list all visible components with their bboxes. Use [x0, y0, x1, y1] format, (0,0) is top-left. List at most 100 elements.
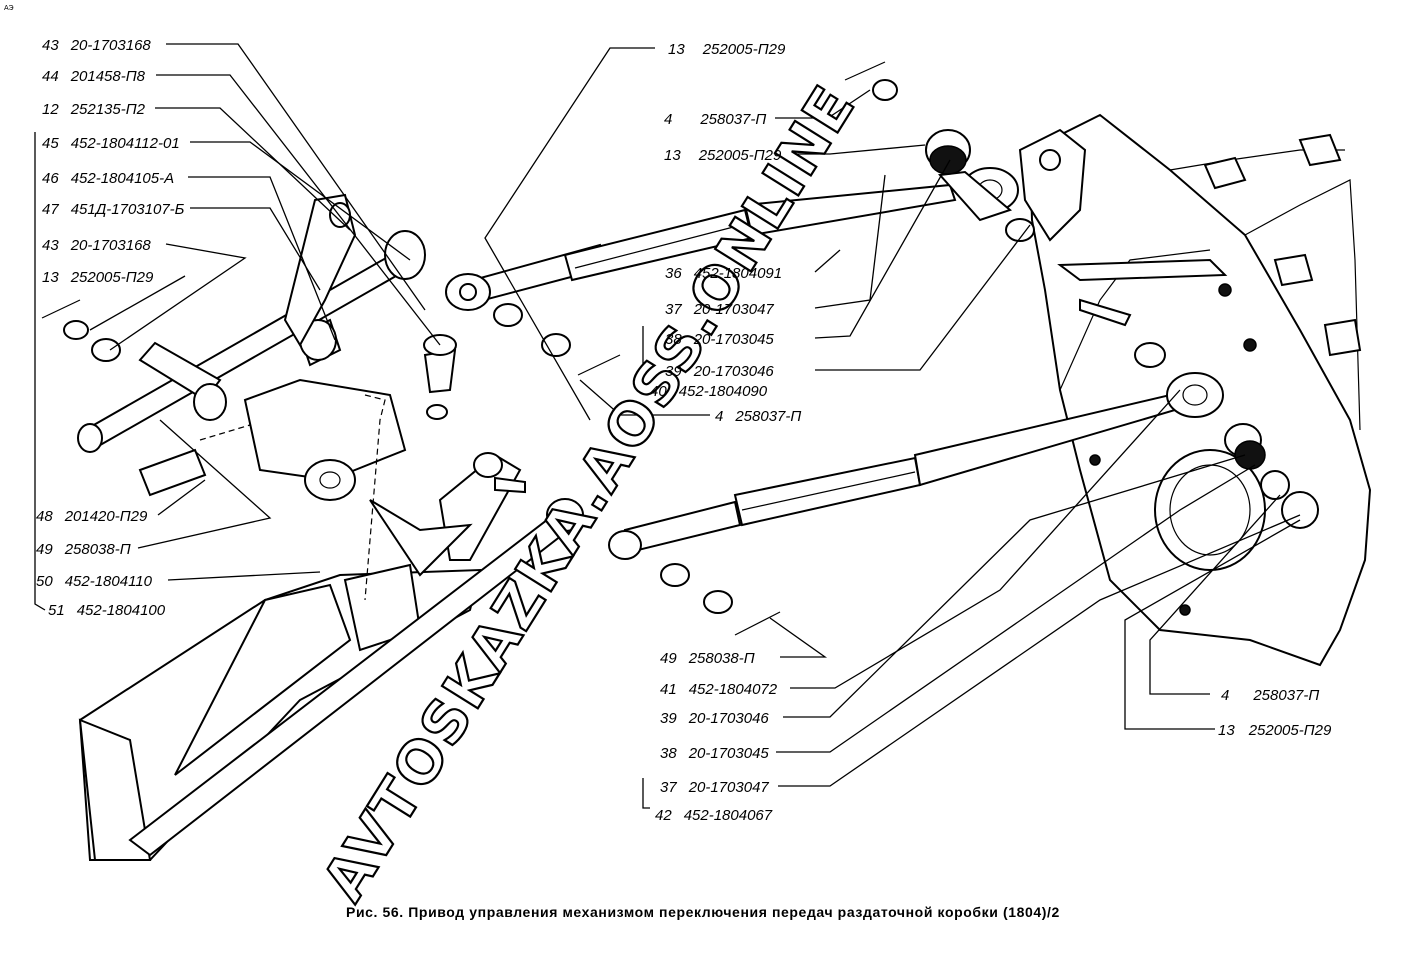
- labels-bottom: 49 258038-П 41 452-1804072 39 20-1703046 38…: [655, 650, 778, 824]
- drawing: [41, 61, 1372, 861]
- part-number: 258037-П: [699, 111, 766, 128]
- callout-number: 47: [42, 201, 59, 218]
- part-number: 452-1804072: [689, 681, 778, 698]
- part-number: 252135-П2: [70, 101, 146, 118]
- callout-number: 51: [48, 602, 65, 619]
- callout-number: 4: [715, 408, 723, 425]
- callout-number: 44: [42, 68, 59, 85]
- part-number: 201458-П8: [70, 68, 146, 85]
- callout-number: 45: [42, 135, 59, 152]
- callout-number: 43: [42, 37, 59, 54]
- callout-number: 50: [36, 573, 53, 590]
- leader-lines: [34, 43, 1301, 809]
- part-number: 451Д-1703107-Б: [71, 201, 185, 218]
- part-number: 20-1703047: [693, 301, 775, 318]
- callout-number: 38: [665, 331, 682, 348]
- part-number: 20-1703168: [70, 237, 152, 254]
- part-number: 252005-П29: [70, 269, 154, 286]
- part-number: 201420-П29: [64, 508, 148, 525]
- callout-number: 41: [660, 681, 677, 698]
- callout-number: 40: [650, 383, 667, 400]
- part-number: 258038-П: [688, 650, 755, 667]
- lever-frame-assembly: [41, 193, 584, 861]
- part-number: 20-1703168: [70, 37, 152, 54]
- part-number: 20-1703047: [688, 779, 770, 796]
- callout-number: 49: [36, 541, 53, 558]
- part-number: 20-1703045: [688, 745, 770, 762]
- callout-number: 4: [664, 111, 672, 128]
- labels-top: 13 252005-П29 4 258037-П 13 252005-П29: [664, 41, 786, 164]
- part-number: 258038-П: [64, 541, 131, 558]
- part-number: 452-1804105-А: [71, 170, 174, 187]
- part-number: 258037-П: [734, 408, 801, 425]
- part-number: 452-1804100: [77, 602, 166, 619]
- callout-number: 46: [42, 170, 59, 187]
- part-number: 20-1703045: [693, 331, 775, 348]
- callout-number: 12: [42, 101, 59, 118]
- callout-number: 13: [664, 147, 681, 164]
- labels-right: 4 258037-П 13 252005-П29: [1218, 687, 1332, 739]
- callout-number: 39: [660, 710, 677, 727]
- part-number: 452-1804091: [694, 265, 782, 282]
- callout-number: 49: [660, 650, 677, 667]
- callout-number: 39: [665, 363, 682, 380]
- callout-number: 4: [1221, 687, 1229, 704]
- part-number: 452-1804110: [65, 573, 153, 590]
- figure-caption: Рис. 56. Привод управления механизмом пе…: [346, 904, 1060, 920]
- callout-number: 13: [1218, 722, 1235, 739]
- callout-number: 42: [655, 807, 672, 824]
- callout-number: 13: [42, 269, 59, 286]
- part-number: 20-1703046: [688, 710, 770, 727]
- callout-number: 13: [668, 41, 685, 58]
- part-number: 452-1804067: [684, 807, 773, 824]
- callout-number: 37: [660, 779, 677, 796]
- part-number: 452-1804090: [679, 383, 768, 400]
- part-number: 258037-П: [1252, 687, 1319, 704]
- lower-rod-assembly: [608, 372, 1224, 636]
- upper-rod-assembly: [445, 61, 1035, 376]
- callout-number: 43: [42, 237, 59, 254]
- corner-mark: АЭ: [4, 5, 14, 12]
- callout-number: 37: [665, 301, 682, 318]
- callout-number: 38: [660, 745, 677, 762]
- callout-number: 36: [665, 265, 682, 282]
- part-number: 452-1804112-01: [71, 135, 180, 152]
- callout-number: 48: [36, 508, 53, 525]
- part-number: 20-1703046: [693, 363, 775, 380]
- part-number: 252005-П29: [698, 147, 782, 164]
- part-number: 252005-П29: [702, 41, 786, 58]
- part-number: 252005-П29: [1248, 722, 1332, 739]
